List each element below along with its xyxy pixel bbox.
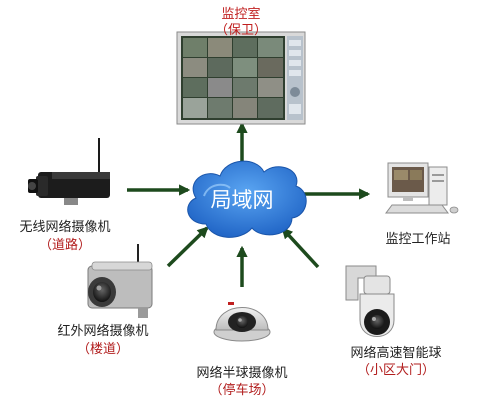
ir-camera-sublabel: （楼道） <box>76 342 129 357</box>
ir-camera <box>87 244 153 318</box>
speed-dome-camera <box>345 265 395 337</box>
arrow-from-ir-camera <box>166 226 209 268</box>
dome-camera-sublabel: （停车场） <box>209 383 275 398</box>
wireless-camera <box>28 138 110 205</box>
ir-camera-label: 红外网络摄像机 <box>57 324 149 339</box>
arrow-from-speed-dome <box>281 227 320 269</box>
control-room-subtitle: （保卫） <box>214 23 267 38</box>
lan-cloud <box>187 160 307 238</box>
control-room-title: 监控室 <box>221 7 261 22</box>
dome-camera-label: 网络半球摄像机 <box>196 366 288 381</box>
wireless-camera-label: 无线网络摄像机 <box>19 220 111 235</box>
wireless-camera-sublabel: （道路） <box>38 238 91 253</box>
monitor-video-grid <box>183 38 283 118</box>
speed-dome-label: 网络高速智能球 <box>350 346 442 361</box>
lan-label: 局域网 <box>210 188 274 212</box>
workstation-computer <box>385 162 459 214</box>
workstation-label: 监控工作站 <box>385 232 451 247</box>
control-room-monitor <box>176 31 306 125</box>
arrows <box>127 121 371 287</box>
speed-dome-sublabel: （小区大门） <box>356 363 435 378</box>
dome-camera <box>213 302 271 342</box>
